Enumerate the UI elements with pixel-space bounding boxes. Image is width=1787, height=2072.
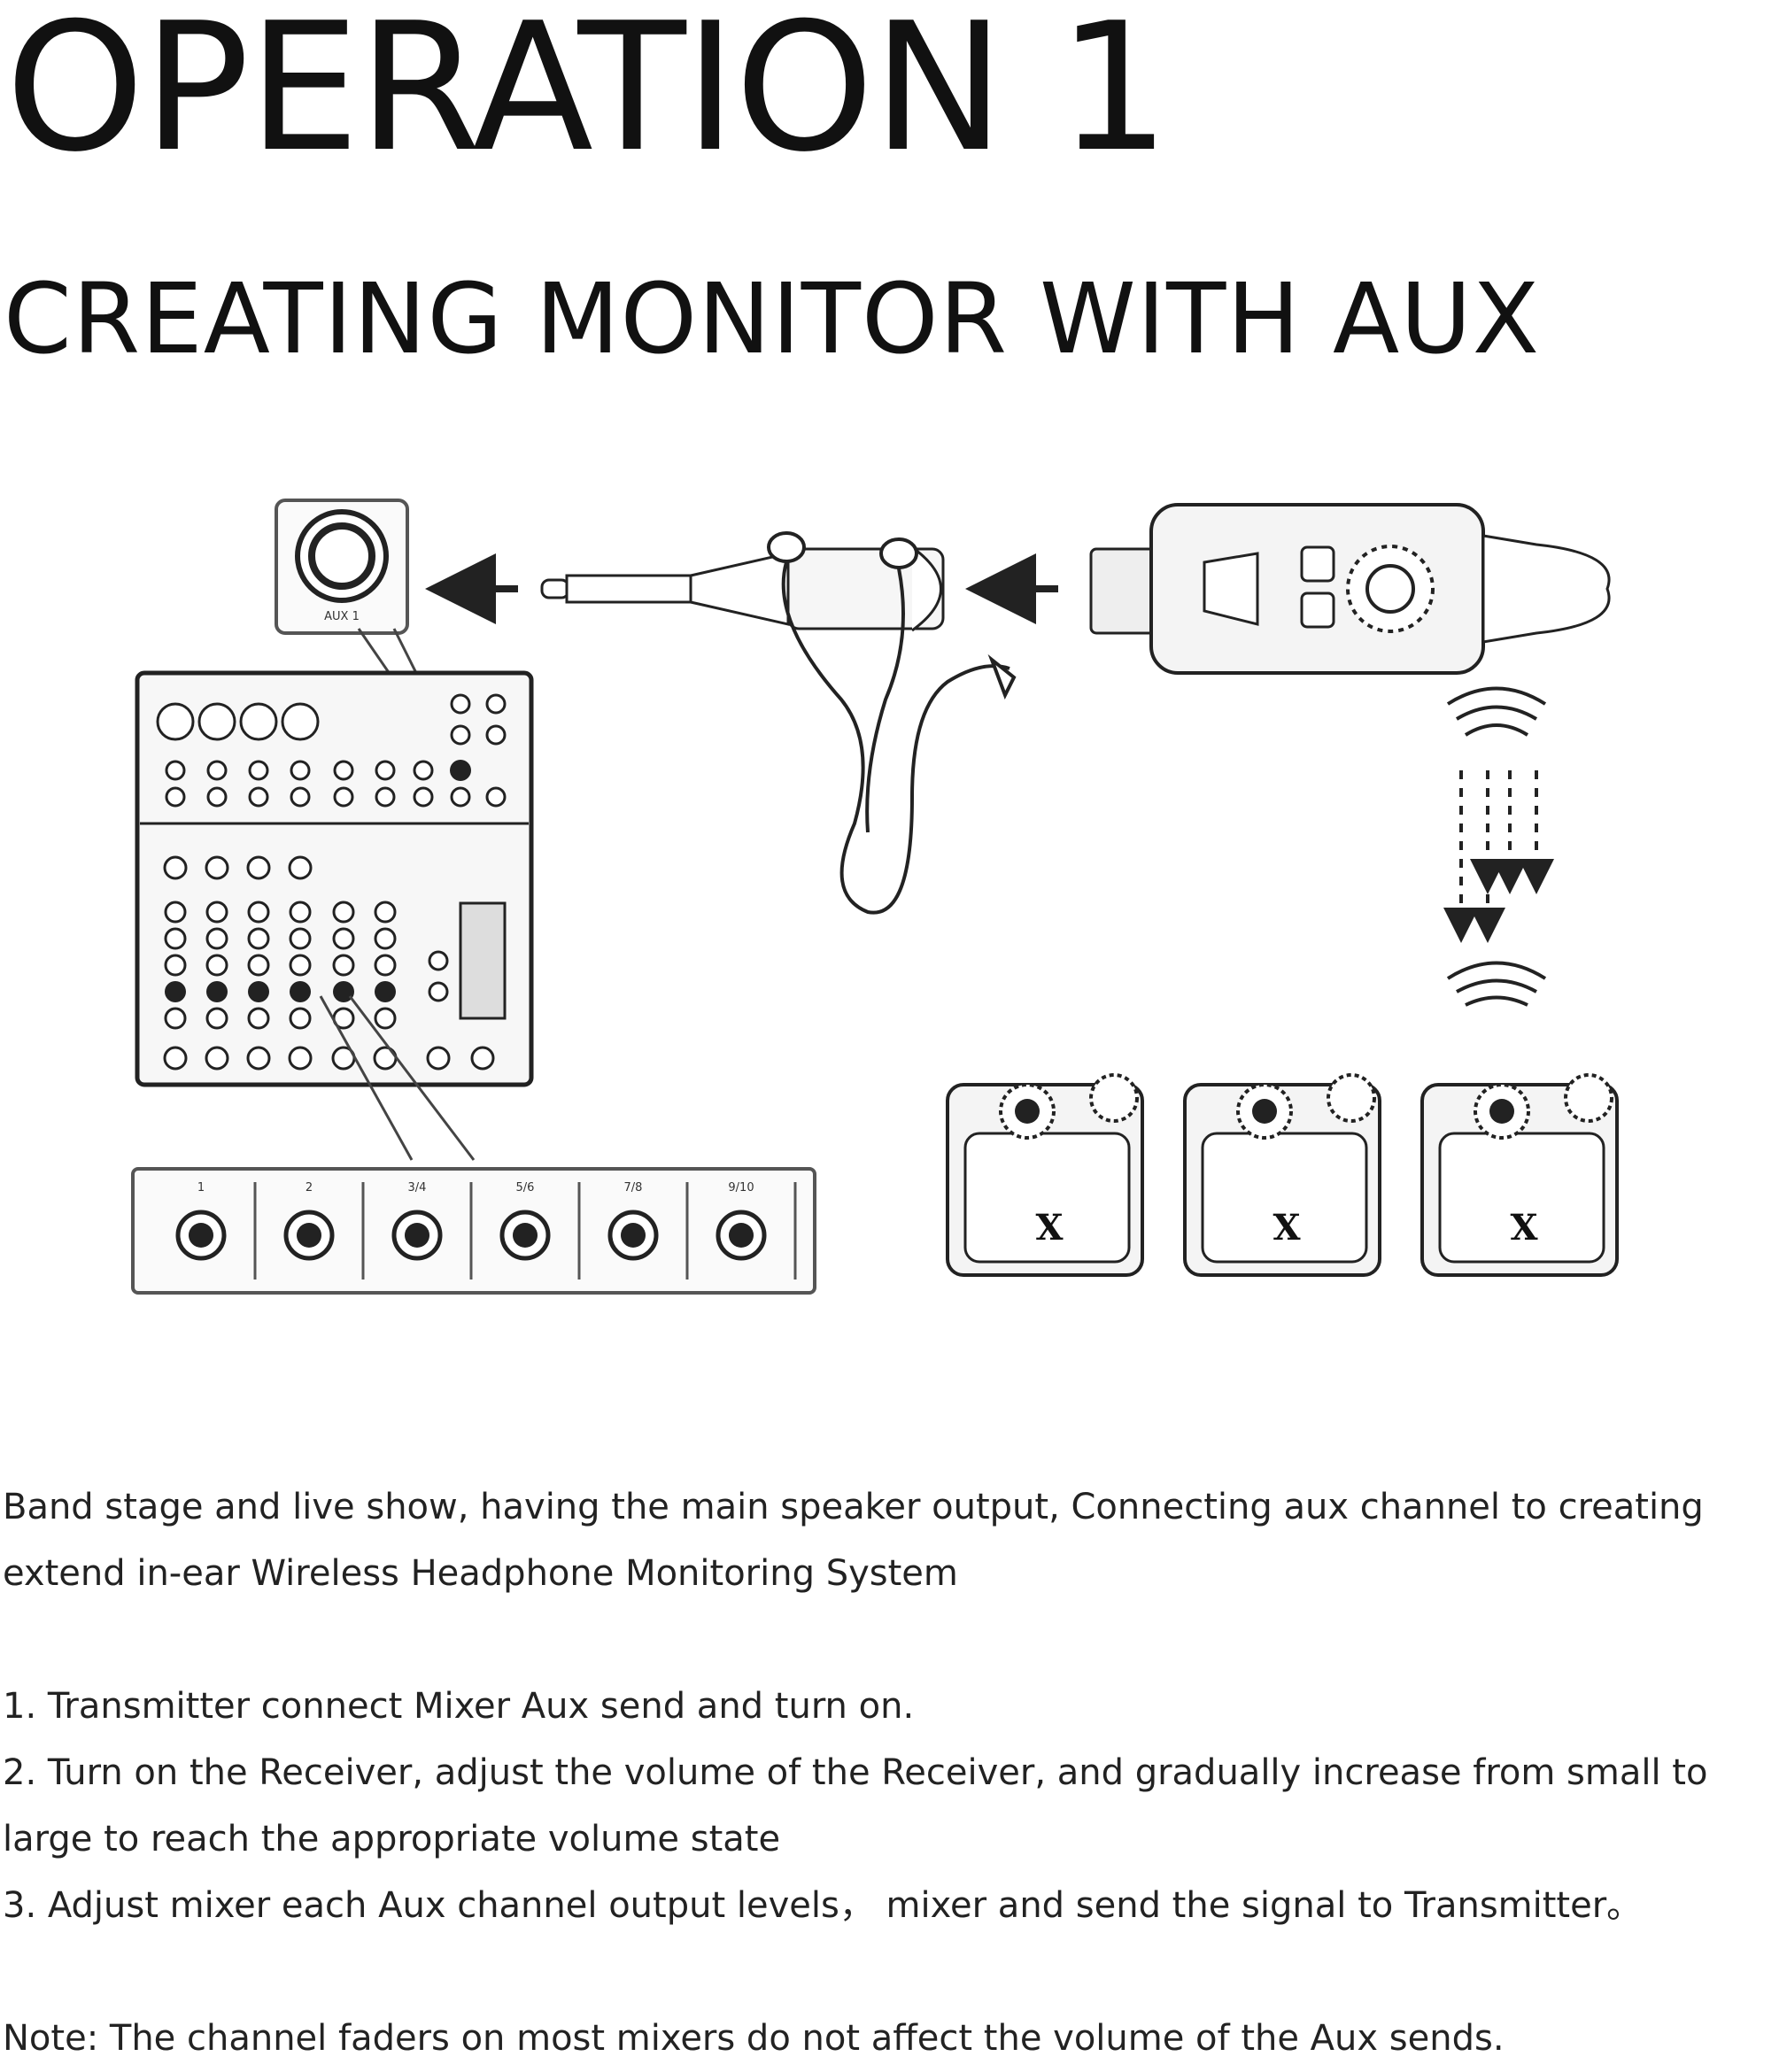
transmitter-device [1089, 503, 1611, 675]
aux-send-strip: 1 2 3/4 5/6 7/8 9/10 [131, 1167, 816, 1295]
receiver-device: X [1420, 1073, 1619, 1277]
receiver-logo: X [1510, 1207, 1537, 1249]
steps-list: 1. Transmitter connect Mixer Aux send an… [3, 1674, 1774, 1939]
note-paragraph: Note: The channel faders on most mixers … [3, 2018, 1505, 2059]
connection-diagram: AUX 1 [131, 499, 1619, 1295]
intro-paragraph: Band stage and live show, having the mai… [3, 1487, 1704, 1594]
receiver-device: X [1183, 1073, 1381, 1277]
page-title: OPERATION 1 [5, 0, 1171, 191]
aux-channel-label: 1 [197, 1181, 205, 1194]
wireless-signal-arrows [1443, 770, 1554, 943]
receiver-device: X [946, 1073, 1144, 1277]
step-item: 2. Turn on the Receiver, adjust the volu… [3, 1752, 1708, 1859]
in-ear-earphones [767, 531, 1017, 915]
page-subtitle: CREATING MONITOR WITH AUX [4, 262, 1541, 375]
aux-channel-label: 3/4 [408, 1181, 427, 1194]
aux-jack-label: AUX 1 [324, 610, 360, 623]
aux-channel-label: 7/8 [624, 1181, 643, 1194]
aux-channel-label: 5/6 [516, 1181, 535, 1194]
wireless-waves [1446, 686, 1547, 1007]
receiver-logo: X [1273, 1207, 1300, 1249]
aux-jack-inset: AUX 1 [275, 499, 409, 635]
step-item: 3. Adjust mixer each Aux channel output … [3, 1885, 1643, 1926]
mixer-console [135, 670, 534, 1087]
aux-channel-label: 9/10 [728, 1181, 754, 1194]
step-item: 1. Transmitter connect Mixer Aux send an… [3, 1686, 915, 1727]
aux-channel-label: 2 [306, 1181, 313, 1194]
receiver-logo: X [1035, 1207, 1063, 1249]
